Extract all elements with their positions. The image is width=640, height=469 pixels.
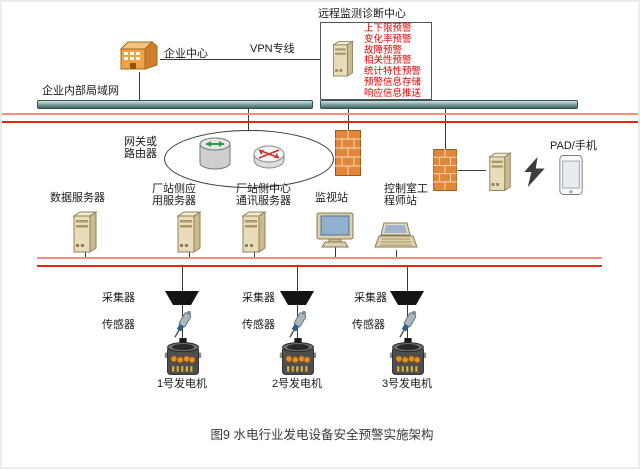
- warning-item: 统计特性预警: [364, 66, 422, 78]
- field-bus-line: [37, 265, 602, 267]
- lan-bus-left: [37, 100, 313, 109]
- connector-line: [445, 109, 446, 149]
- sensor-icon: [284, 308, 310, 340]
- generator-label: 1号发电机: [156, 378, 208, 390]
- server-icon: [70, 207, 100, 253]
- collector-icon: [164, 290, 200, 306]
- warning-item: 变化率预警: [364, 33, 412, 45]
- generator-icon: [388, 338, 428, 378]
- sensor-icon: [394, 308, 420, 340]
- sensor-label: 传感器: [352, 319, 385, 331]
- building-icon: [118, 38, 160, 72]
- sensor-icon: [169, 308, 195, 340]
- warning-list: 上下限预警 变化率预警 故障预警 相关性预警 统计特性预警 预警信息存储 响应信…: [364, 23, 430, 100]
- router-icon: [198, 136, 232, 172]
- collector-label: 采集器: [354, 292, 387, 304]
- data-server-label: 数据服务器: [50, 192, 105, 204]
- remote-center-title: 远程监测诊断中心: [318, 8, 406, 20]
- warning-item: 预警信息存储: [364, 76, 422, 88]
- server-icon: [330, 36, 356, 78]
- connector-line: [348, 109, 349, 132]
- lan-label: 企业内部局域网: [42, 85, 119, 97]
- field-bus-line: [37, 257, 602, 259]
- gateway-label: 网关或路由器: [124, 136, 157, 160]
- monitor-station-label: 监视站: [315, 192, 348, 204]
- lightning-icon: [520, 156, 548, 188]
- warning-item: 相关性预警: [364, 55, 412, 67]
- pad-label: PAD/手机: [550, 140, 597, 152]
- connector-line: [254, 251, 255, 259]
- connector-line: [458, 170, 486, 171]
- server-icon: [174, 207, 204, 253]
- router-icon: [252, 142, 286, 172]
- collector-icon: [389, 290, 425, 306]
- sensor-label: 传感器: [242, 319, 275, 331]
- firewall-icon: [432, 149, 458, 191]
- enterprise-center-label: 企业中心: [164, 48, 208, 60]
- monitor-icon: [316, 212, 354, 248]
- connector-line: [85, 251, 86, 259]
- network-bus-line: [2, 121, 638, 123]
- collector-label: 采集器: [102, 292, 135, 304]
- generator-label: 2号发电机: [271, 378, 323, 390]
- connector-line: [189, 251, 190, 259]
- connector-line: [396, 250, 397, 259]
- figure-caption: 图9 水电行业发电设备安全预警实施架构: [210, 428, 434, 442]
- vpn-label: VPN专线: [250, 43, 295, 55]
- generator-icon: [163, 338, 203, 378]
- phone-icon: [558, 154, 584, 196]
- connector-line: [160, 59, 320, 60]
- comm-server-label: 厂站侧中心通讯服务器: [236, 183, 291, 207]
- sensor-label: 传感器: [102, 319, 135, 331]
- engineer-station-label: 控制室工程师站: [384, 183, 428, 207]
- warning-item: 故障预警: [364, 44, 403, 56]
- app-server-label: 厂站侧应用服务器: [152, 183, 196, 207]
- warning-item: 响应信息推送: [364, 87, 422, 99]
- gateway-ellipse: [164, 130, 334, 188]
- network-bus-line: [2, 113, 638, 115]
- collector-label: 采集器: [242, 292, 275, 304]
- generator-icon: [278, 338, 318, 378]
- firewall-icon: [335, 130, 361, 176]
- connector-line: [139, 72, 140, 100]
- lan-bus-right: [320, 100, 578, 109]
- server-icon: [239, 207, 269, 253]
- connector-line: [335, 246, 336, 259]
- warning-item: 上下限预警: [364, 23, 412, 34]
- server-icon: [486, 148, 514, 192]
- generator-label: 3号发电机: [381, 378, 433, 390]
- laptop-icon: [374, 222, 418, 252]
- collector-icon: [279, 290, 315, 306]
